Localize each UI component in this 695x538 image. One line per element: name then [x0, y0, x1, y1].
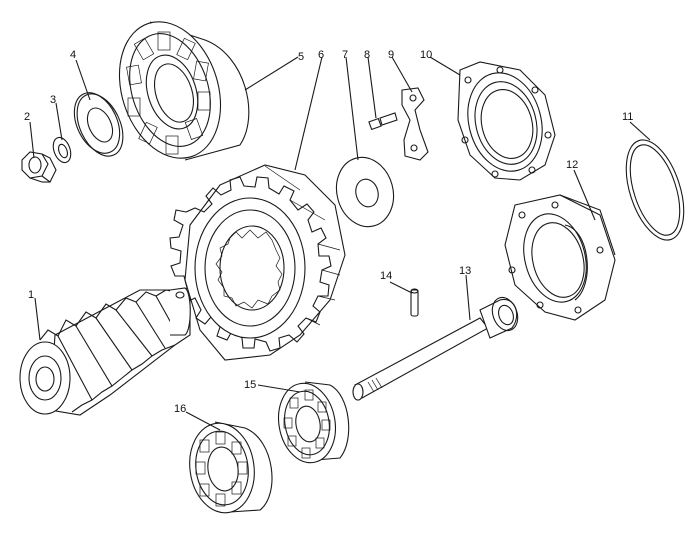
label-part-5: 5: [298, 51, 304, 63]
label-part-15: 15: [244, 379, 256, 391]
label-part-1: 1: [28, 289, 34, 301]
part-13-shaft: [352, 296, 519, 401]
label-part-2: 2: [24, 111, 30, 123]
part-3-lock-washer: [52, 136, 72, 164]
part-4-washer: [73, 92, 124, 157]
leader-lines: [29, 56, 651, 431]
label-part-4: 4: [70, 49, 76, 61]
label-part-10: 10: [420, 49, 432, 61]
label-part-14: 14: [380, 270, 392, 282]
part-2-hex-nut: [21, 151, 57, 183]
label-part-8: 8: [364, 49, 370, 61]
part-5-roller-bearing: [118, 21, 250, 161]
part-15-roller-bearing: [278, 381, 350, 464]
part-14-pin: [410, 288, 419, 317]
label-part-12: 12: [566, 159, 578, 171]
part-12-housing-flange: [504, 194, 616, 321]
part-9-locking-plate: [401, 87, 429, 161]
part-8-bolt: [368, 112, 398, 131]
part-11-ring: [625, 139, 685, 241]
part-10-flanged-cover: [457, 61, 556, 181]
part-1-pinion-shaft: [19, 287, 191, 416]
part-6-spur-gear: [169, 164, 346, 361]
label-part-9: 9: [388, 49, 394, 61]
label-part-7: 7: [342, 49, 348, 61]
part-labels: 1 2 3 4 5 6 7 8 9 10 11 12 13 14 15 16: [24, 49, 633, 415]
label-part-11: 11: [622, 111, 633, 123]
label-part-6: 6: [318, 49, 324, 61]
part-16-roller-bearing: [189, 421, 273, 514]
label-part-13: 13: [459, 265, 471, 277]
label-part-3: 3: [50, 94, 56, 106]
label-part-16: 16: [174, 403, 186, 415]
part-7-washer: [335, 156, 395, 228]
